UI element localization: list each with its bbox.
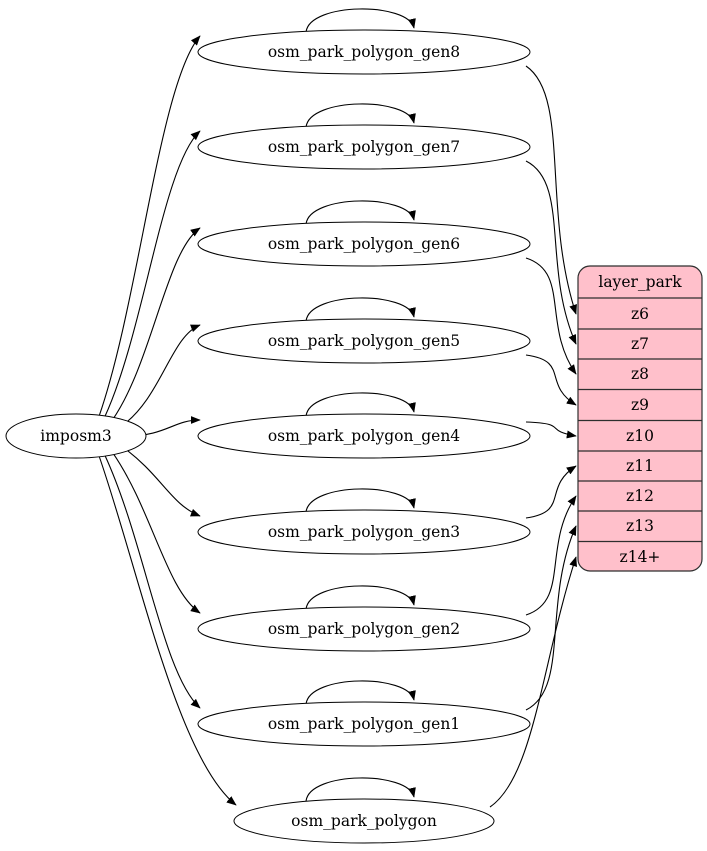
record-row-z7[interactable]: z7 — [631, 335, 649, 353]
edge-self-gen3 — [305, 488, 416, 513]
record-row-z6[interactable]: z6 — [631, 305, 649, 323]
layer-park-record: layer_park z6 z7 z8 z9 z10 z11 z12 z13 z14+ — [577, 265, 703, 572]
node-gen7[interactable]: osm_park_polygon_gen7 — [197, 124, 531, 170]
layer-park-background — [577, 265, 703, 572]
node-gen1[interactable]: osm_park_polygon_gen1 — [197, 701, 531, 747]
edge-imposm3-to-gen1 — [104, 454, 201, 709]
node-gen8-shape — [197, 29, 531, 75]
node-base[interactable]: osm_park_polygon — [233, 798, 495, 844]
edge-imposm3-to-gen3 — [121, 445, 201, 517]
node-base-shape — [233, 798, 495, 844]
edge-self-gen1 — [305, 680, 416, 705]
node-gen6[interactable]: osm_park_polygon_gen6 — [197, 221, 531, 267]
node-gen7-label: osm_park_polygon_gen7 — [268, 138, 460, 156]
record-row-z14+[interactable]: z14+ — [620, 548, 661, 566]
edge-imposm3-to-gen6 — [111, 227, 201, 421]
record-row-z11[interactable]: z11 — [626, 457, 654, 475]
node-gen2[interactable]: osm_park_polygon_gen2 — [197, 606, 531, 652]
node-gen6-shape — [197, 221, 531, 267]
node-gen6-label: osm_park_polygon_gen6 — [268, 235, 460, 253]
edge-self-gen8 — [305, 8, 416, 33]
record-row-z8[interactable]: z8 — [631, 365, 649, 383]
nodes-layer: imposm3 osm_park_polygon_gen8 osm_park_pol… — [5, 29, 531, 844]
edge-self-gen5 — [305, 297, 416, 322]
edge-self-base — [305, 777, 416, 802]
node-gen3-label: osm_park_polygon_gen3 — [268, 523, 460, 541]
node-gen4-shape — [197, 413, 531, 459]
node-gen3[interactable]: osm_park_polygon_gen3 — [197, 509, 531, 555]
node-gen5[interactable]: osm_park_polygon_gen5 — [197, 318, 531, 364]
node-gen8-label: osm_park_polygon_gen8 — [268, 43, 460, 61]
edge-gen4-to-z10 — [525, 421, 577, 439]
node-imposm3[interactable]: imposm3 — [5, 413, 147, 459]
record-row-z13[interactable]: z13 — [626, 517, 654, 535]
edge-gen8-to-z6 — [525, 65, 577, 315]
node-gen2-label: osm_park_polygon_gen2 — [268, 620, 460, 638]
node-gen3-shape — [197, 509, 531, 555]
node-imposm3-label: imposm3 — [40, 427, 111, 445]
record-row-z10[interactable]: z10 — [626, 427, 654, 445]
edge-self-gen7 — [305, 103, 416, 128]
node-gen1-shape — [197, 701, 531, 747]
record-row-z9[interactable]: z9 — [631, 396, 649, 414]
node-gen8[interactable]: osm_park_polygon_gen8 — [197, 29, 531, 75]
edge-imposm3-to-gen8 — [98, 35, 201, 416]
edge-imposm3-to-gen7 — [104, 130, 201, 418]
edge-self-gen2 — [305, 585, 416, 610]
record-header-label: layer_park — [598, 273, 682, 291]
node-base-label: osm_park_polygon — [291, 812, 437, 830]
layer-park-box[interactable]: layer_park z6 z7 z8 z9 z10 z11 z12 z13 z14+ — [577, 265, 703, 572]
edge-imposm3-to-gen5 — [121, 324, 201, 427]
node-gen4[interactable]: osm_park_polygon_gen4 — [197, 413, 531, 459]
edge-imposm3-to-base — [98, 456, 237, 806]
edge-imposm3-to-gen2 — [111, 451, 201, 614]
edge-base-to-z14+ — [489, 556, 577, 808]
edge-gen2-to-z12 — [525, 495, 577, 616]
node-gen7-shape — [197, 124, 531, 170]
record-row-z12[interactable]: z12 — [626, 487, 654, 505]
node-gen2-shape — [197, 606, 531, 652]
edge-gen1-to-z13 — [525, 525, 577, 711]
node-gen5-shape — [197, 318, 531, 364]
edge-gen6-to-z8 — [525, 257, 577, 375]
edges-layer — [98, 8, 577, 808]
edge-self-gen6 — [305, 200, 416, 225]
edge-gen5-to-z9 — [525, 354, 577, 406]
node-gen1-label: osm_park_polygon_gen1 — [268, 715, 460, 733]
node-imposm3-shape — [5, 413, 147, 459]
edge-gen3-to-z11 — [525, 465, 577, 519]
node-gen4-label: osm_park_polygon_gen4 — [268, 427, 460, 445]
edge-self-gen4 — [305, 392, 416, 417]
edge-gen7-to-z7 — [525, 160, 577, 345]
node-gen5-label: osm_park_polygon_gen5 — [268, 332, 460, 350]
